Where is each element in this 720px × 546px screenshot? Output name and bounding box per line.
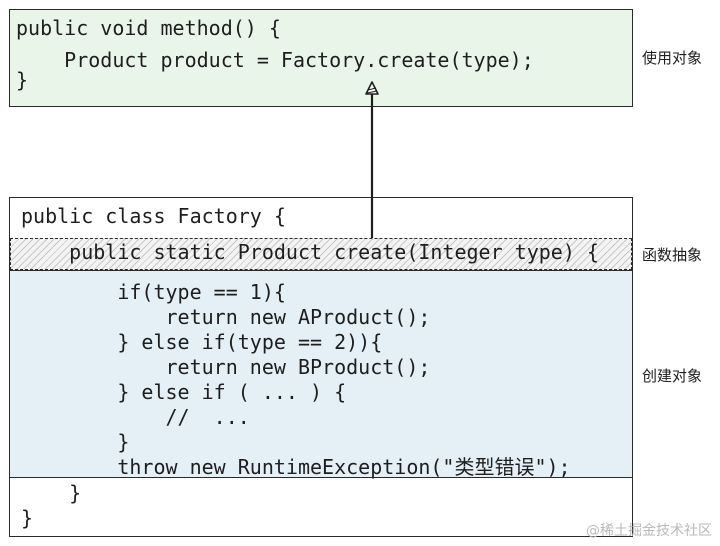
- label-user-object: 使用对象: [642, 49, 703, 67]
- factory-footer-line: }: [21, 481, 82, 505]
- factory-header-line: public class Factory {: [21, 204, 286, 228]
- function-abstraction-band: [10, 238, 632, 270]
- factory-signature-line: public static Product create(Integer typ…: [21, 240, 599, 264]
- factory-footer-line: }: [21, 506, 34, 530]
- factory-body-line: return new BProduct();: [21, 355, 431, 379]
- factory-body-line: throw new RuntimeException("类型错误");: [21, 455, 571, 479]
- factory-body-line: return new AProduct();: [21, 305, 431, 329]
- label-abstract-function: 函数抽象: [642, 246, 703, 264]
- user-code-line: }: [16, 68, 29, 92]
- user-code-line: Product product = Factory.create(type);: [16, 48, 534, 72]
- factory-body-line: if(type == 1){: [21, 280, 286, 304]
- factory-body-line: } else if(type == 2)){: [21, 330, 383, 354]
- label-create-object: 创建对象: [642, 367, 703, 385]
- watermark: @稀土掘金技术社区: [586, 523, 712, 539]
- user-code-box: [9, 9, 633, 107]
- factory-body-line: }: [21, 430, 130, 454]
- user-code-line: public void method() {: [16, 16, 281, 40]
- factory-body-line: } else if ( ... ) {: [21, 380, 347, 404]
- factory-body-line: // ...: [21, 405, 250, 429]
- create-object-region: [10, 270, 632, 478]
